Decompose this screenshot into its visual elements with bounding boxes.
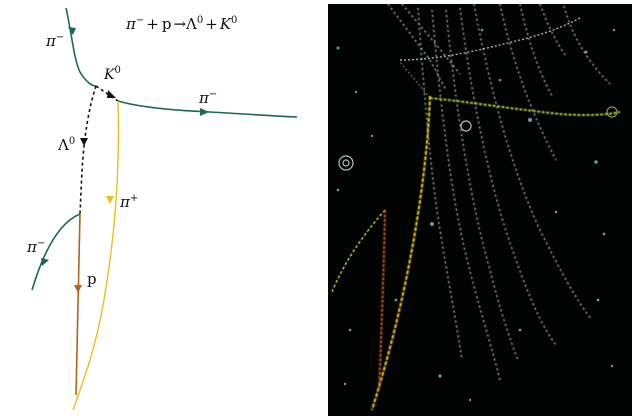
kaon-arrow xyxy=(107,90,116,98)
photo-bubbles xyxy=(336,28,616,402)
kaon-track xyxy=(95,85,119,102)
positive-pion-track xyxy=(72,100,120,411)
outgoing-pion-arrow xyxy=(200,108,209,116)
proton-track xyxy=(75,213,81,396)
proton-arrow xyxy=(74,285,82,293)
photo-green-left-track xyxy=(331,209,386,293)
lambda-pion-arrow xyxy=(41,258,49,266)
positive-pion-label: π+ xyxy=(119,193,138,211)
photo-green-track xyxy=(429,97,621,117)
incoming-pion-track xyxy=(65,7,97,87)
photo-background xyxy=(328,4,632,416)
positive-pion-arrow xyxy=(106,196,114,204)
photo-arc-track xyxy=(399,17,581,61)
photo-spirals xyxy=(338,106,618,171)
outgoing-pion-track xyxy=(117,100,298,118)
photo-red-track xyxy=(377,209,387,391)
outgoing-pion-label: π− xyxy=(198,89,217,107)
reaction-equation: π−+p→Λ0+K0 xyxy=(125,15,237,33)
lambda-pion-label: π− xyxy=(26,238,45,256)
photo-yellow-track xyxy=(370,95,432,411)
incoming-pion-label: π− xyxy=(45,32,64,50)
photo-white-tracks xyxy=(387,3,611,381)
bubble-chamber-photo xyxy=(328,3,632,416)
lambda-label: Λ0 xyxy=(57,136,75,154)
proton-label: p xyxy=(87,270,97,288)
incoming-pion-arrow xyxy=(68,27,76,35)
lambda-arrow xyxy=(80,138,88,146)
schematic-diagram: π−+p→Λ0+K0 π− K0 π− π+ Λ0 xyxy=(26,7,298,411)
kaon-label: K0 xyxy=(103,65,121,83)
lambda-track xyxy=(79,85,97,215)
lambda-pion-track xyxy=(31,213,81,291)
